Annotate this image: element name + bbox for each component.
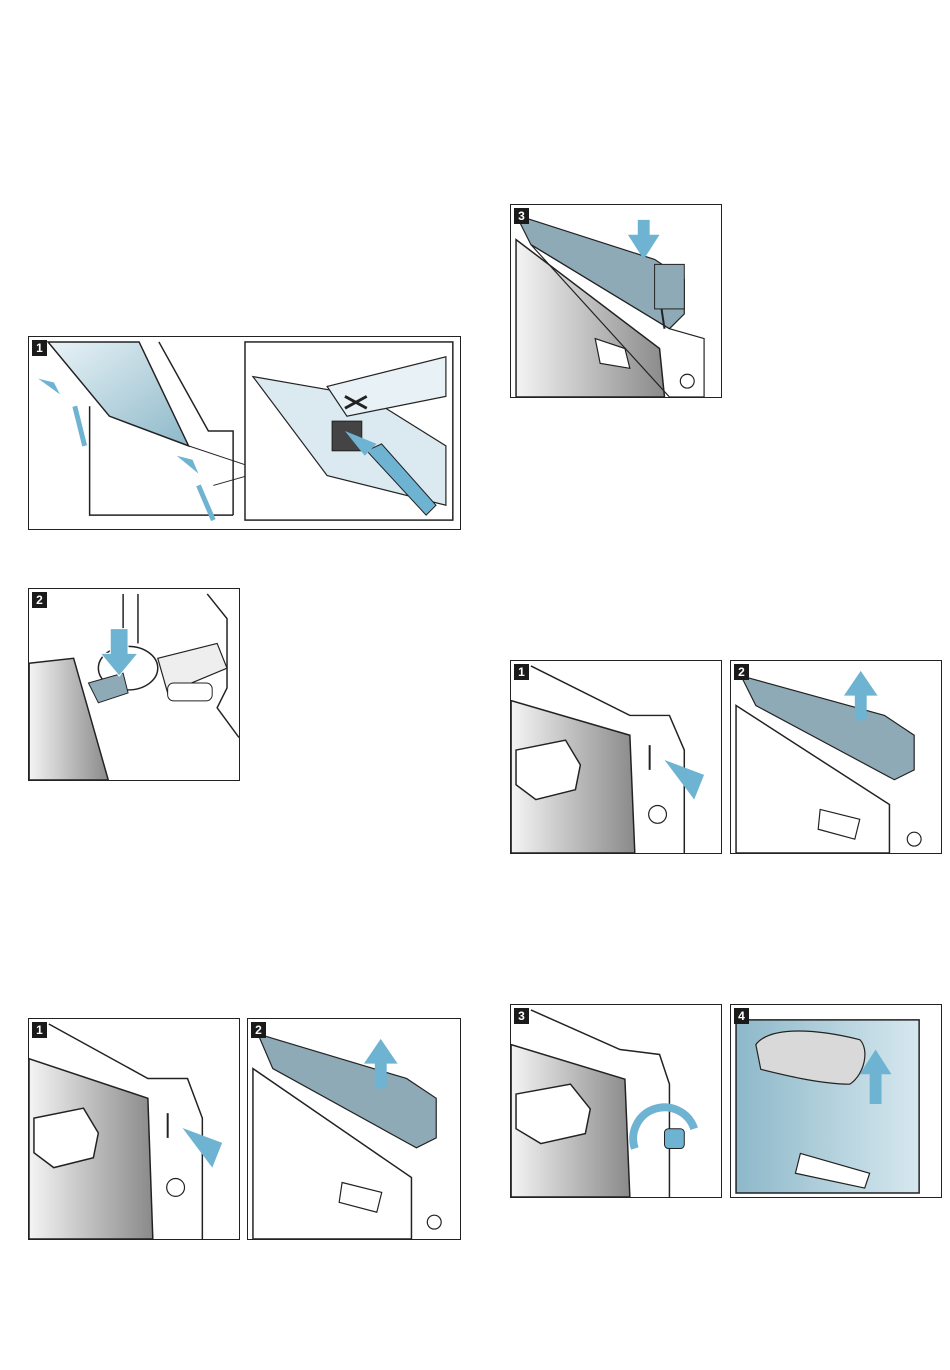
cover-release-illustration: [511, 661, 721, 853]
step-badge: 2: [32, 592, 47, 608]
hinge-lock-illustration: [29, 589, 239, 780]
cover-lift-illustration: [248, 1019, 460, 1239]
step-badge: 1: [514, 664, 529, 680]
figure-cover-press: 3: [510, 204, 722, 398]
step-badge: 4: [734, 1008, 749, 1024]
figure-hinge-lock: 2: [28, 588, 240, 781]
cover-press-illustration: [511, 205, 721, 397]
step-badge: 1: [32, 340, 47, 356]
figure-cover-remove-left-b: 2: [247, 1018, 461, 1240]
step-badge: 3: [514, 1008, 529, 1024]
figure-cover-remove-right-a: 1: [510, 660, 722, 854]
figure-pane-remove-b: 4: [730, 1004, 942, 1198]
figure-cover-remove-left-a: 1: [28, 1018, 240, 1240]
figure-cover-remove-right-b: 2: [730, 660, 942, 854]
figure-pane-remove-a: 3: [510, 1004, 722, 1198]
step-badge: 2: [251, 1022, 266, 1038]
step-badge: 3: [514, 208, 529, 224]
figure-door-unhinge: 1: [28, 336, 461, 530]
cover-lift-illustration: [731, 661, 941, 853]
screw-remove-illustration: [511, 1005, 721, 1197]
door-unhinge-illustration: [29, 337, 460, 529]
step-badge: 1: [32, 1022, 47, 1038]
cover-release-illustration: [29, 1019, 239, 1239]
step-badge: 2: [734, 664, 749, 680]
glass-lift-illustration: [731, 1005, 941, 1197]
